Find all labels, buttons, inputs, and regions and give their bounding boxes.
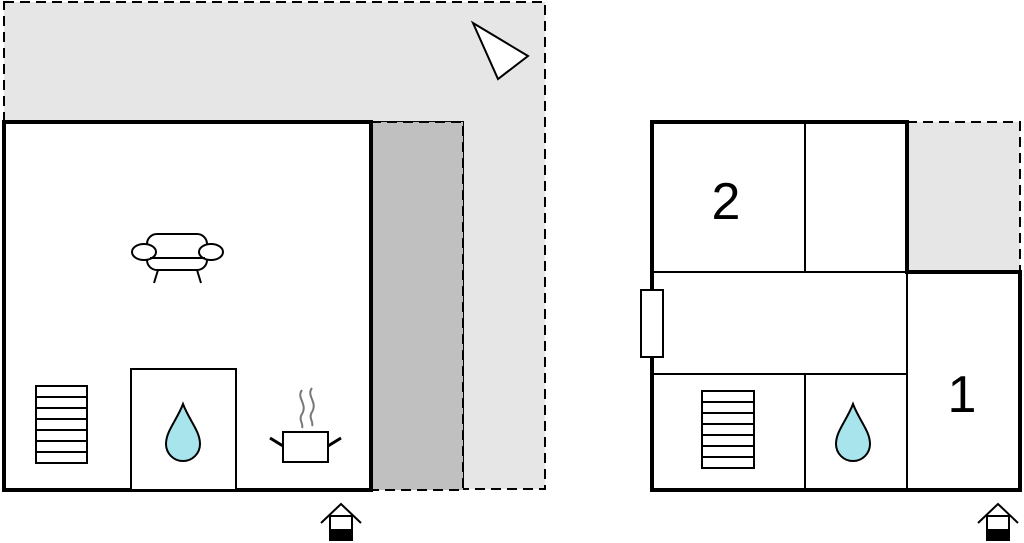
upper-floor: 2 1 — [640, 120, 1022, 541]
sofa-icon — [131, 233, 224, 284]
stairs-icon — [35, 385, 88, 464]
ground-floor — [2, 1, 546, 541]
kitchen-pot-icon — [269, 387, 342, 463]
north-arrow-icon — [470, 20, 530, 81]
entrance-icon — [320, 502, 362, 541]
bathroom-water-drop-icon — [834, 401, 872, 462]
covered-terrace — [370, 121, 464, 491]
window-icon — [640, 289, 664, 358]
interior-walls — [652, 122, 908, 490]
room-label-2: 2 — [712, 173, 741, 231]
bathroom-water-drop-icon — [164, 401, 202, 462]
stairs-icon — [701, 390, 755, 469]
room-label-1: 1 — [948, 366, 977, 424]
upper-balcony — [906, 121, 1021, 273]
entrance-icon — [977, 502, 1019, 541]
